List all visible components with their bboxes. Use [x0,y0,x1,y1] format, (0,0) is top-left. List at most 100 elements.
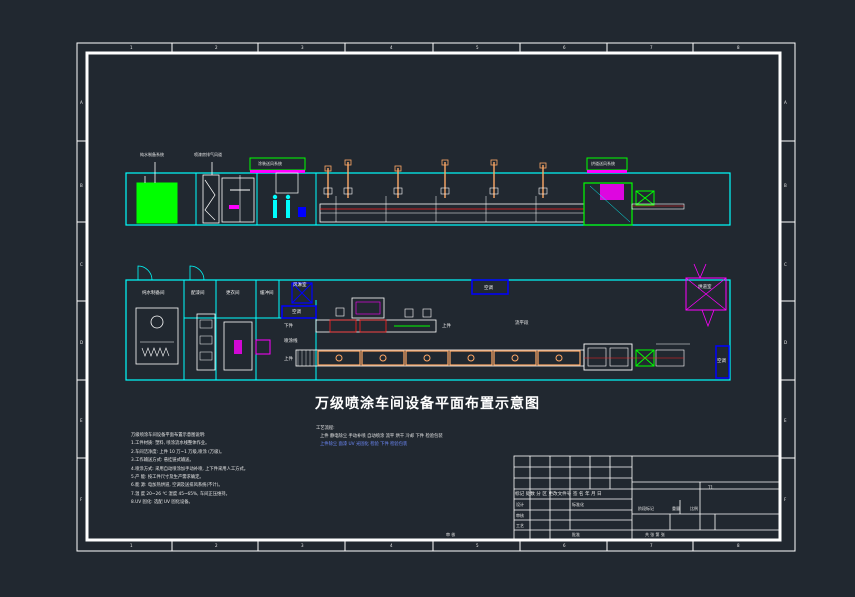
cooling-unit [635,190,655,206]
note-line: 4.喷涂方式: 采用自动喷涂加手动补喷, 上下件采用人工方式。 [131,466,249,472]
label-ac-right: 空调 [717,359,726,364]
elevation-outline [125,172,731,226]
zone-letter-left: B [80,183,83,188]
note-line: 6.能 源: 电加热烘道, 空调及送排风系统(不计)。 [131,483,223,489]
infeed-grid [297,350,315,366]
tb-sheet: 共 张 第 张 [645,532,665,537]
title-block [513,455,781,541]
elev-blue-unit [298,207,306,217]
note-line: 5.产 能: 按工件尺寸及生产需求确定。 [131,475,204,481]
oven-stack [343,159,353,198]
cure-cell-2 [609,347,629,367]
operator-seats [335,307,432,318]
outer-frame [76,42,796,552]
zone-number-top: 5 [476,45,479,50]
mixing-slot-1 [199,319,213,329]
plan-view [125,263,731,381]
exit-conveyor [631,203,685,210]
oven-stack [440,159,450,198]
oven-cells [317,350,581,366]
zone-number-top: 3 [301,45,304,50]
room-air-shower: 风淋室 [293,283,307,288]
tb-check: 审核 [516,513,524,518]
supply-box-1-base [250,170,305,173]
note-line: 1.工件材质: 塑料, 喷涂流水线整体作业。 [131,441,210,447]
air-shower-core [234,340,242,354]
oven-cell [317,350,361,366]
tb-footer: 审 核 [446,532,456,537]
zone-number-top: 1 [130,45,133,50]
duct-detail [204,179,216,221]
booth-2 [359,319,387,333]
booth-nozzle [229,205,239,209]
ac-unit-top [471,279,509,295]
room-water: 纯水制备间 [142,291,165,296]
oven-cell [361,350,405,366]
supply-box-2-base [587,170,627,173]
robot-station [351,297,385,319]
water-equipment [135,307,179,365]
zone-letter-right: E [784,418,787,423]
note-line: 万级喷涂车间设备平面布置示意图说明: [131,433,206,438]
label-exhaust: 喷漆房排气风道 [194,152,222,157]
oven-stack [323,165,333,198]
legend-title: 工艺流程: [316,426,335,431]
label-line: 喷涂线 [284,339,298,344]
label-oven-room: 烘道室 [698,285,712,290]
mixing-slot-2 [199,335,213,345]
zone-letter-right: F [784,497,787,502]
note-line: 7.温 度 20~26 ℃ 湿度 45~65%, 车间正压维持。 [131,491,230,497]
oven-stack [538,162,548,198]
zone-number-bottom: 8 [737,543,740,548]
zone-number-bottom: 3 [301,543,304,548]
filter-set [140,341,174,357]
zone-ticks [77,43,795,551]
cure-unit-plan [583,343,633,371]
zone-number-bottom: 1 [130,543,133,548]
oven-cell [449,350,493,366]
drawing-title: 万级喷涂车间设备平面布置示意图 [315,396,540,412]
note-line: 3.工作输送方式: 悬挂链式输送。 [131,458,194,464]
pump-icon [150,315,164,329]
supply-duct-1 [275,172,299,194]
label-load-right: 上件 [442,324,451,329]
zone-number-bottom: 7 [650,543,653,548]
operator-figures [272,194,291,218]
zone-letter-left: D [80,340,84,345]
zone-letter-right: B [784,183,787,188]
cure-cell-1 [587,347,607,367]
room-buffer: 缓冲间 [260,291,274,296]
zone-number-bottom: 5 [476,543,479,548]
label-ac-top: 空调 [484,286,493,291]
label-supply-1: 涂装送风系统 [258,161,282,166]
mixing-cabinet [196,313,216,371]
mixing-slot-3 [199,351,213,361]
zone-letter-right: D [784,340,788,345]
zone-number-bottom: 4 [390,543,393,548]
tb-scale: 比例 [690,506,698,511]
legend-row-1: 上件 静电除尘 手动补喷 自动喷涂 流平 烘干 冷却 下件 检验包装 [320,434,443,439]
zone-number-top: 7 [650,45,653,50]
tb-craft: 工艺 [516,523,524,528]
zone-number-top: 8 [737,45,740,50]
design-notes: 万级喷涂车间设备平面布置示意图说明: 1.工件材质: 塑料, 喷涂流水线整体作业… [131,432,248,508]
room-changing: 更衣间 [226,291,240,296]
label-unload: 下件 [284,324,293,329]
oven-stacks [323,159,548,222]
oven-stack [393,165,403,198]
air-shower-x2 [291,282,313,304]
door-1 [137,265,153,281]
process-legend: 工艺流程: 上件 静电除尘 手动补喷 自动喷涂 流平 烘干 冷却 下件 检验包装… [316,425,443,449]
cooling-x2 [635,190,655,206]
room-mixing: 配漆间 [191,291,205,296]
air-shower [223,321,253,371]
zone-letter-right: A [784,100,787,105]
tb-mark: T1. [708,485,715,490]
note-line: 2.车间洁净度: 上件 10 万~1 万级,喷涂 (万级)。 [131,449,225,455]
air-shower-box [291,282,313,304]
oven-entry-doors [693,263,715,328]
label-ac-left: 空调 [292,310,301,315]
oven-cell [493,350,537,366]
zone-number-top: 4 [390,45,393,50]
